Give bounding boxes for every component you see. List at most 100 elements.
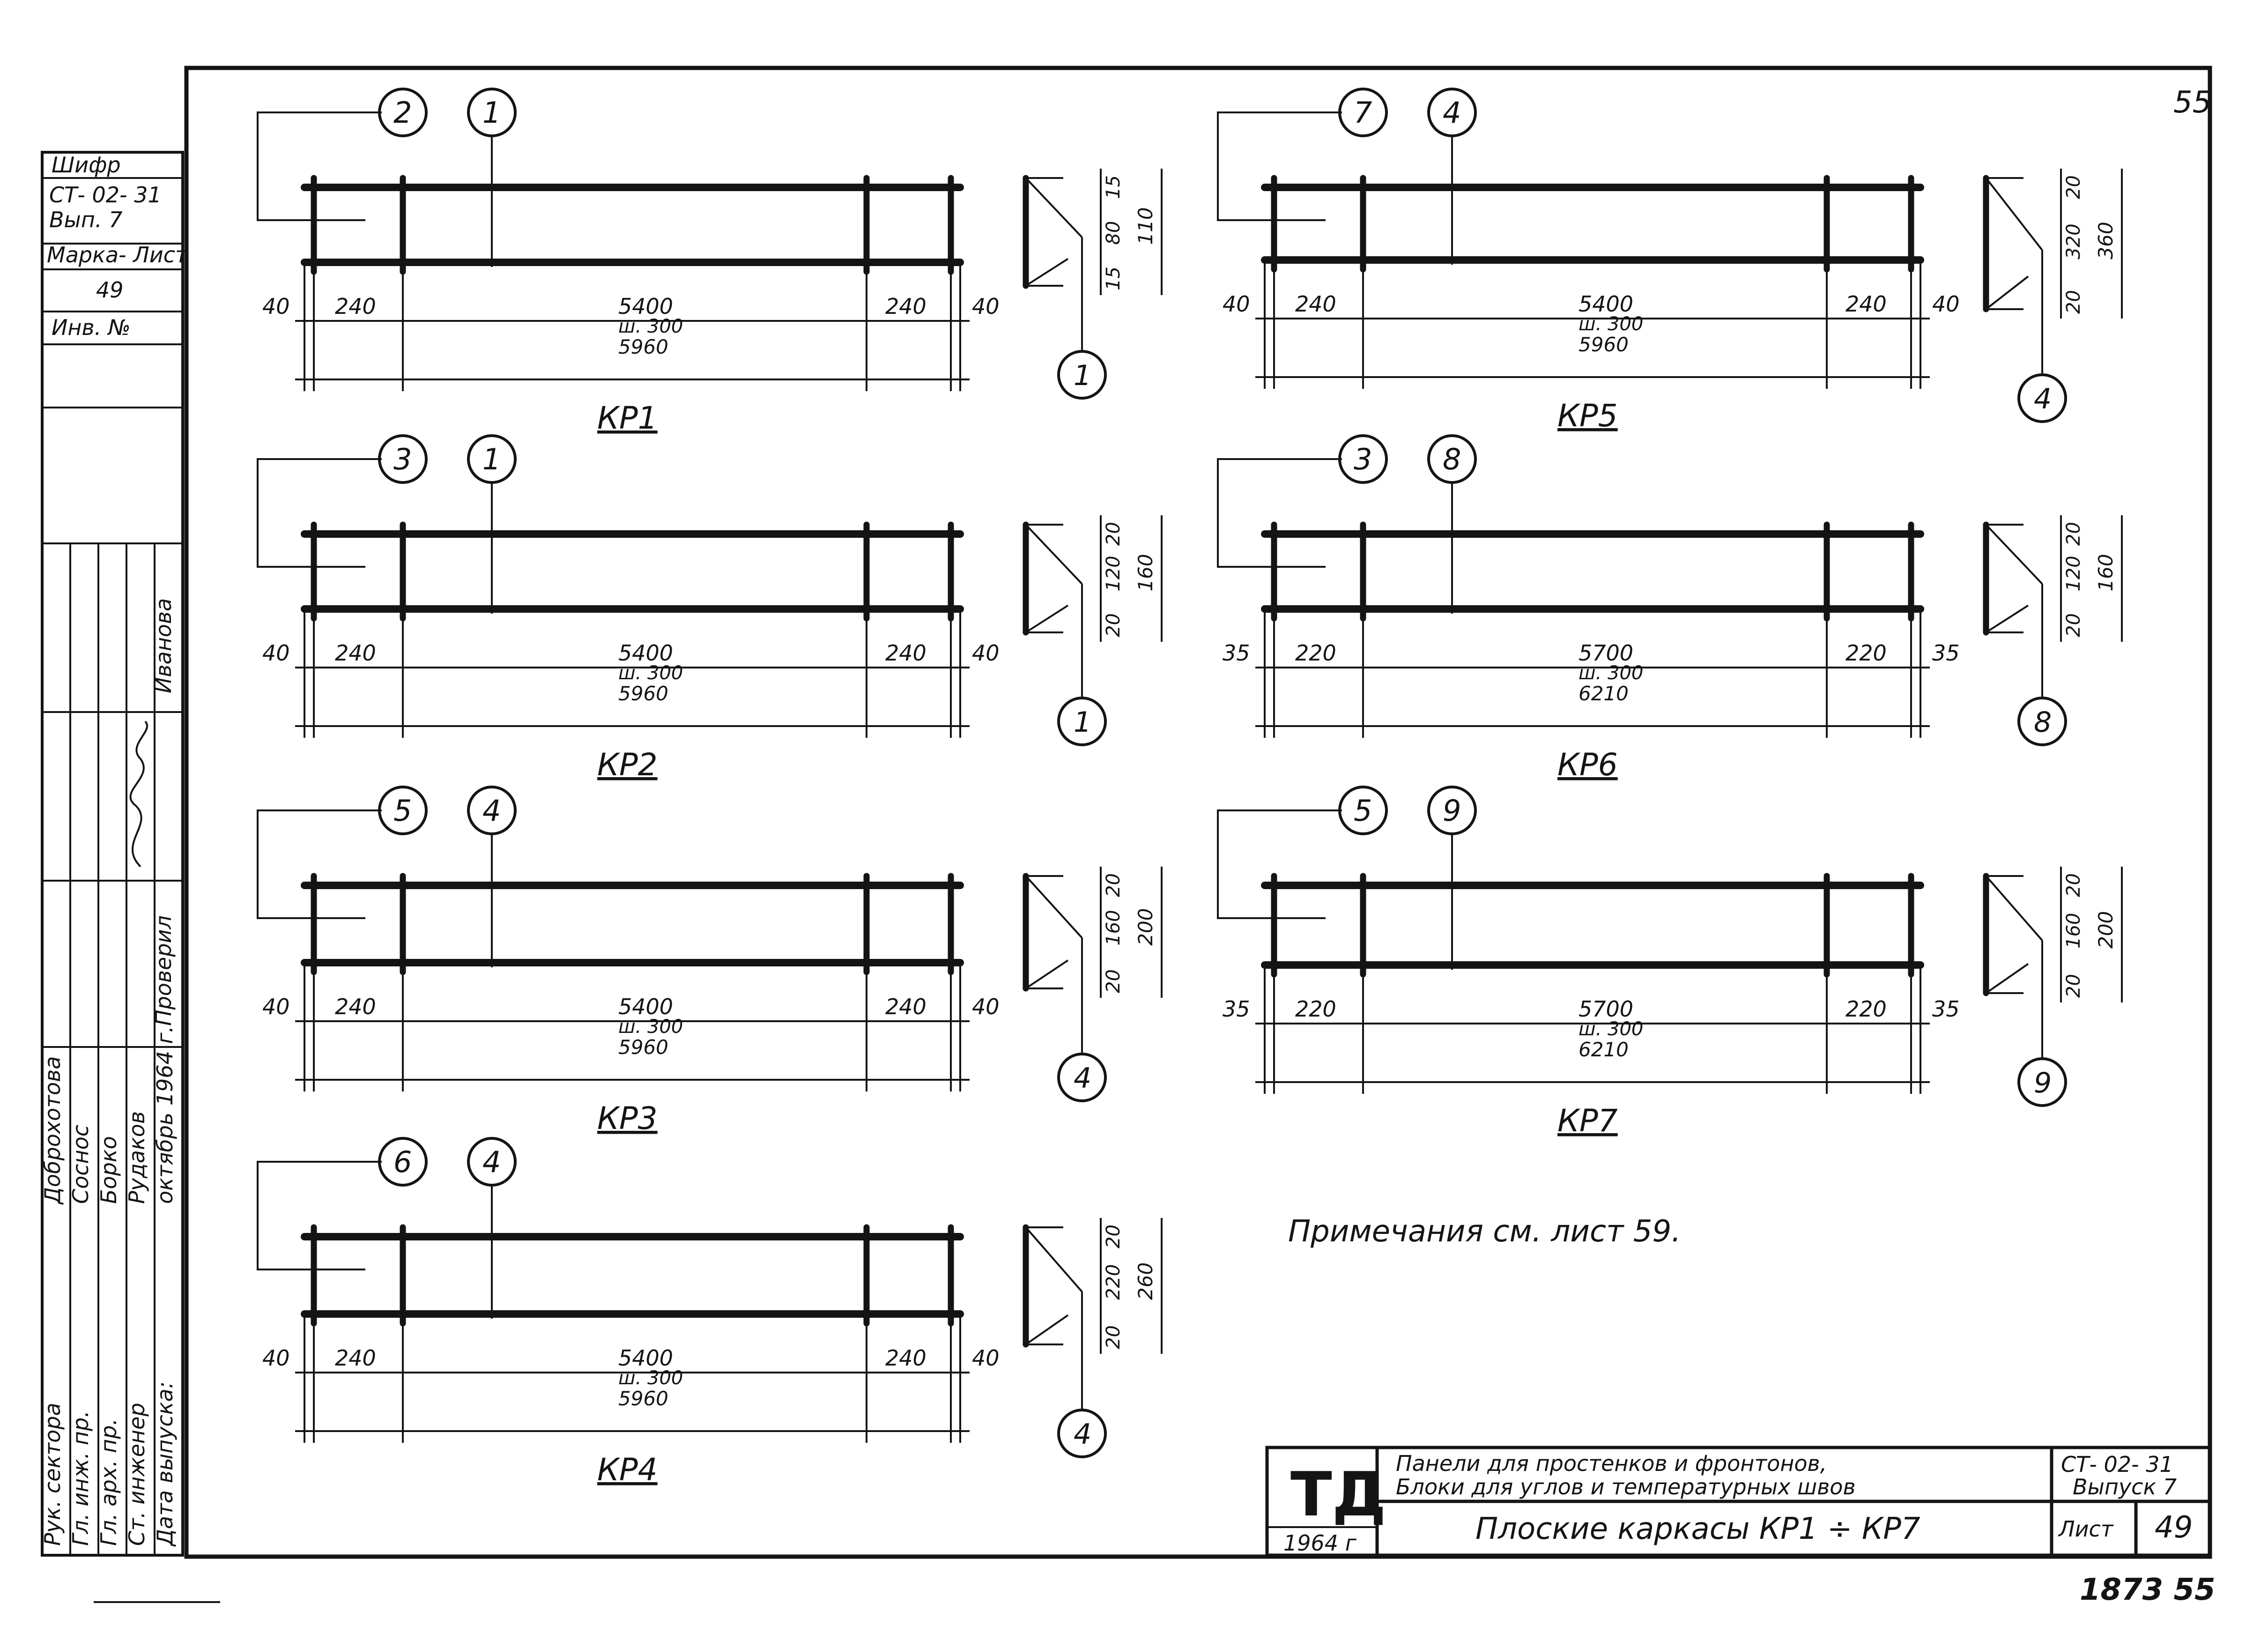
bubble-right-label: 1: [482, 96, 501, 130]
side-stamp: Шифр СТ- 02- 31 Вып. 7 Марка- Лист 49 Ин…: [40, 151, 188, 1557]
cross-section: [1983, 515, 2123, 698]
frame-name: КР3: [597, 1100, 658, 1136]
section-mark-bubble: [1057, 1409, 1107, 1458]
leader-line: [1217, 111, 1342, 221]
dim-end-right: 40: [972, 640, 1000, 666]
notes-text: Примечания см. лист 59.: [1288, 1214, 1681, 1249]
bubble-left-label: 3: [1354, 442, 1372, 476]
stamp-name-4: Рудаков: [124, 1111, 149, 1204]
dim-pitch: ш. 300: [1579, 1018, 1643, 1040]
dim-end-left: 40: [1223, 291, 1250, 317]
section-dim-mid: 320: [2063, 223, 2084, 259]
position-bubble: [467, 434, 517, 484]
section-dim-top: 15: [1103, 175, 1124, 199]
bubble-right-label: 1: [482, 442, 501, 476]
leader-line: [1217, 809, 1342, 919]
section-dim-height: 260: [1134, 1262, 1157, 1300]
section-mark: 8: [2034, 706, 2052, 739]
dim-side-right: 240: [885, 1345, 926, 1371]
frame-name: КР4: [597, 1452, 658, 1488]
drawing-title: Плоские каркасы КР1 ÷ КР7: [1475, 1512, 1920, 1546]
stamp-name-3: Борко: [96, 1136, 121, 1204]
cipher-label: Шифр: [52, 152, 121, 178]
position-bubble: [467, 786, 517, 835]
title-year: 1964 г: [1283, 1530, 1357, 1556]
stamp-role-4: Ст. инженер: [124, 1403, 149, 1546]
section-mark: 9: [2034, 1067, 2052, 1099]
leader-line: [257, 1161, 382, 1270]
section-dim-mid: 220: [1103, 1264, 1124, 1300]
dim-middle: 5400: [618, 1345, 673, 1371]
bubble-left-label: 3: [393, 442, 412, 476]
dim-total: 5960: [1579, 333, 1629, 356]
bubble-right-label: 9: [1443, 794, 1461, 828]
section-dim-height: 160: [1134, 554, 1157, 591]
bubble-left-label: 5: [1354, 794, 1372, 828]
dim-side-left: 240: [335, 640, 376, 666]
section-dim-top: 20: [2063, 175, 2084, 199]
dim-middle: 5400: [618, 994, 673, 1019]
dim-pitch: ш. 300: [618, 1016, 683, 1038]
dim-total: 6210: [1579, 1038, 1629, 1061]
dim-middle: 5400: [618, 640, 673, 666]
section-dim-height: 200: [1134, 908, 1157, 946]
dim-side-left: 240: [335, 294, 376, 319]
position-bubble: [378, 434, 428, 484]
cross-section: [1983, 867, 2123, 1059]
frame-name: КР6: [1557, 747, 1618, 783]
dim-pitch: ш. 300: [1579, 313, 1643, 335]
org-logo: ТД: [1290, 1459, 1386, 1530]
title-block: ТД 1964 г Панели для простенков и фронто…: [1265, 1446, 2212, 1557]
position-bubble: [467, 88, 517, 137]
dim-end-left: 40: [262, 294, 290, 319]
leader-line: [257, 458, 382, 568]
bubble-left-label: 5: [393, 794, 412, 828]
frame-name: КР2: [597, 747, 658, 783]
bubble-right-label: 4: [1443, 96, 1461, 130]
section-dim-mid: 160: [2063, 913, 2084, 949]
mark-value: 49: [96, 277, 124, 303]
dim-total: 5960: [618, 335, 668, 358]
cross-section: [1023, 515, 1163, 698]
dim-side-right: 240: [1846, 291, 1887, 317]
drawing-border: [184, 66, 2212, 1559]
dim-side-right: 220: [1846, 996, 1887, 1022]
frame-name: КР7: [1557, 1103, 1618, 1139]
section-dim-height: 110: [1134, 207, 1157, 245]
section-mark: 4: [2034, 383, 2052, 416]
dim-middle: 5400: [1579, 291, 1633, 317]
position-bubble: [1427, 88, 1477, 137]
footer-number: 1873 55: [2080, 1573, 2215, 1607]
section-dim-height: 160: [2094, 554, 2117, 591]
section-dim-mid: 160: [1103, 910, 1124, 945]
dim-middle: 5700: [1579, 996, 1633, 1022]
section-dim-top: 20: [2063, 873, 2084, 897]
checker-signature: [129, 720, 148, 868]
stamp-series: СТ- 02- 31: [49, 182, 162, 208]
bubble-left-label: 2: [393, 96, 412, 130]
cross-section: [1023, 1218, 1163, 1410]
section-mark-bubble: [1057, 350, 1107, 400]
stamp-name-2: Соснос: [68, 1125, 93, 1204]
dim-end-left: 40: [262, 994, 290, 1019]
stamp-name-1: Доброхотова: [40, 1056, 65, 1205]
bubble-right-label: 8: [1443, 442, 1461, 476]
position-bubble: [1427, 786, 1477, 835]
title-line-1: Панели для простенков и фронтонов,: [1396, 1451, 1827, 1476]
section-dim-top: 20: [1103, 522, 1124, 546]
section-dim-bottom: 20: [1103, 613, 1124, 637]
dim-end-right: 35: [1932, 640, 1960, 666]
title-series: СТ- 02- 31: [2061, 1452, 2173, 1477]
dim-total: 6210: [1579, 682, 1629, 705]
section-mark: 1: [1074, 359, 1091, 392]
dim-pitch: ш. 300: [1579, 662, 1643, 684]
section-dim-top: 20: [2063, 522, 2084, 546]
section-dim-bottom: 20: [2063, 290, 2084, 314]
dim-pitch: ш. 300: [618, 662, 683, 684]
